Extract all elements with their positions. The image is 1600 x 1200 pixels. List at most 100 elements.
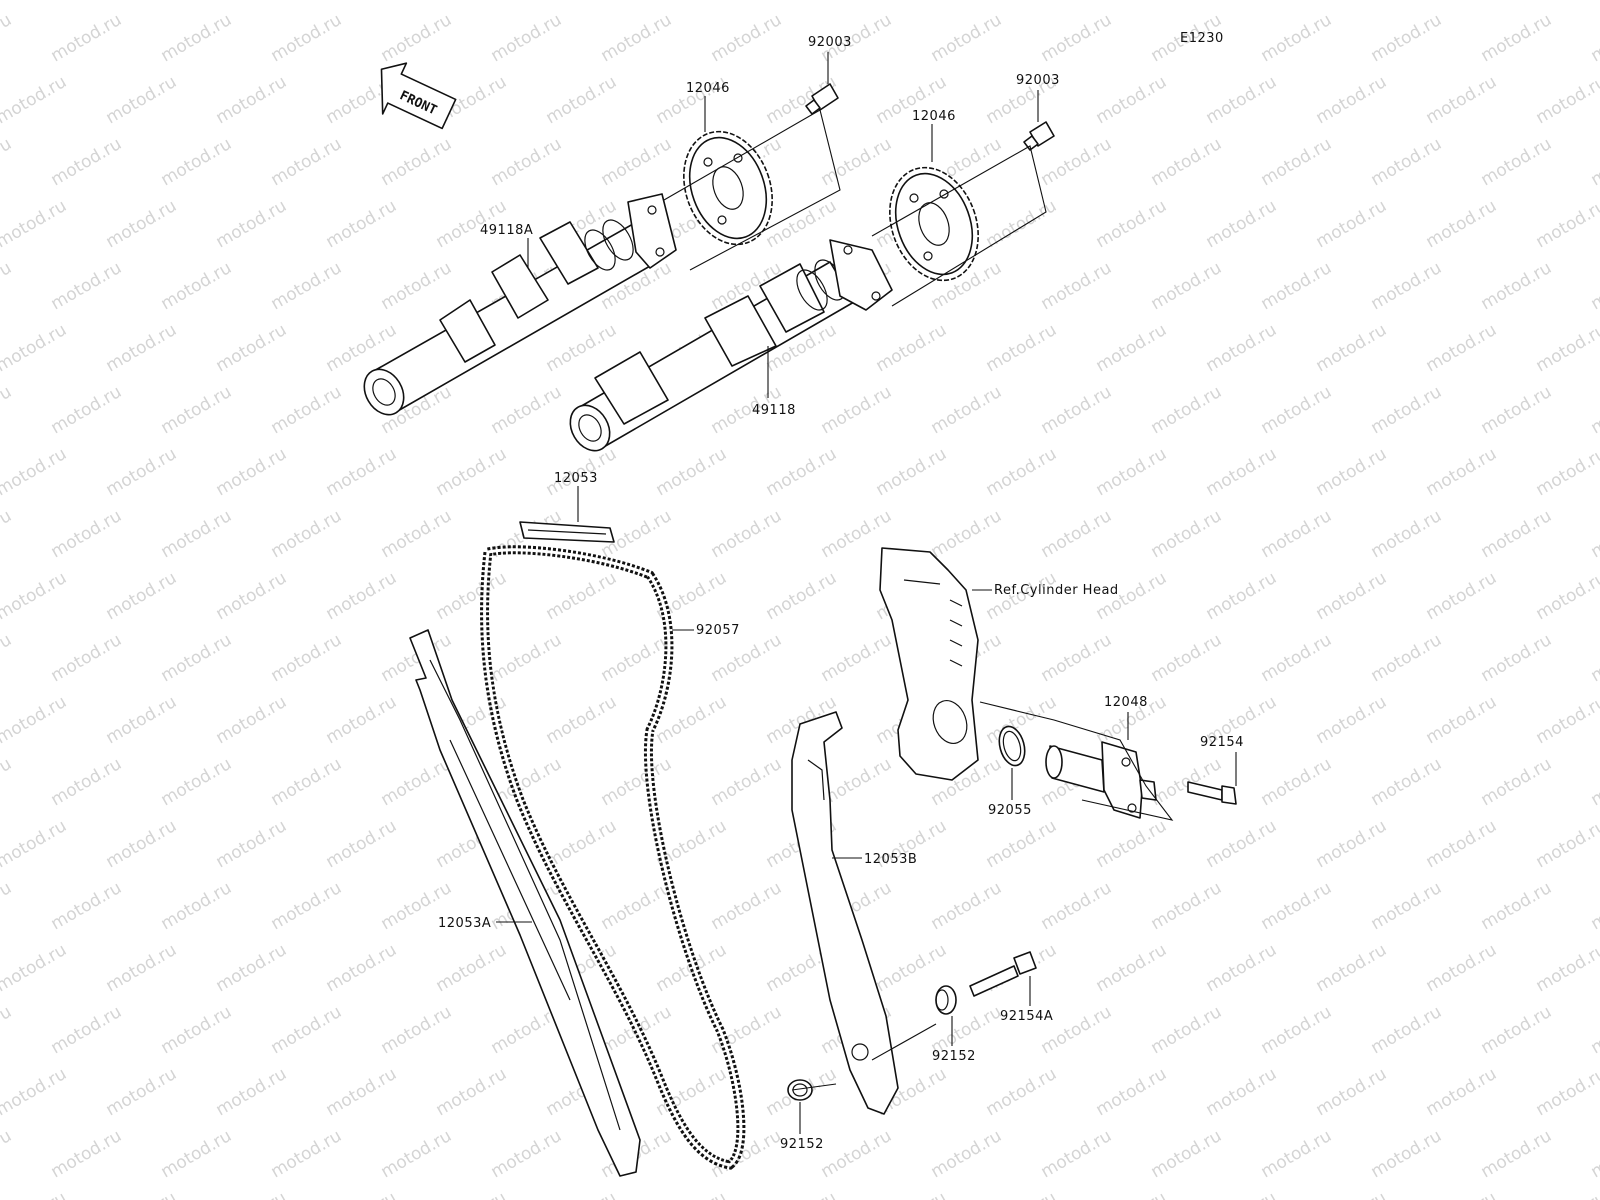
- watermark-text: motod.ru: [928, 10, 1006, 66]
- watermark-text: motod.ru: [1313, 1064, 1391, 1120]
- watermark-text: motod.ru: [708, 630, 786, 686]
- watermark-text: motod.ru: [158, 134, 236, 190]
- watermark-text: motod.ru: [1313, 568, 1391, 624]
- watermark-text: motod.ru: [543, 0, 621, 4]
- watermark-text: motod.ru: [543, 320, 621, 376]
- watermark-text: motod.ru: [1423, 692, 1501, 748]
- watermark-text: motod.ru: [928, 506, 1006, 562]
- watermark-text: motod.ru: [0, 816, 70, 872]
- watermark-text: motod.ru: [0, 1126, 15, 1182]
- watermark-text: motod.ru: [818, 382, 896, 438]
- watermark-text: motod.ru: [1368, 10, 1446, 66]
- watermark-text: motod.ru: [1588, 754, 1600, 810]
- watermark-text: motod.ru: [1038, 382, 1116, 438]
- watermark-text: motod.ru: [0, 134, 15, 190]
- watermark-text: motod.ru: [543, 816, 621, 872]
- watermark-text: motod.ru: [1368, 1126, 1446, 1182]
- watermark-text: motod.ru: [268, 754, 346, 810]
- label-camshaft-49118: 49118: [752, 403, 796, 418]
- watermark-text: motod.ru: [1093, 1188, 1171, 1200]
- label-chain-92057: 92057: [696, 623, 740, 638]
- watermark-text: motod.ru: [1258, 878, 1336, 934]
- watermark-text: motod.ru: [598, 10, 676, 66]
- watermark-text: motod.ru: [1533, 196, 1600, 252]
- watermark-text: motod.ru: [48, 382, 126, 438]
- watermark-text: motod.ru: [1258, 754, 1336, 810]
- watermark-text: motod.ru: [0, 320, 70, 376]
- watermark-text: motod.ru: [213, 320, 291, 376]
- watermark-text: motod.ru: [103, 1064, 181, 1120]
- watermark-text: motod.ru: [1203, 444, 1281, 500]
- watermark-text: motod.ru: [158, 382, 236, 438]
- watermark-text: motod.ru: [378, 258, 456, 314]
- watermark-text: motod.ru: [323, 816, 401, 872]
- watermark-text: motod.ru: [708, 878, 786, 934]
- watermark-text: motod.ru: [323, 444, 401, 500]
- watermark-text: motod.ru: [1533, 0, 1600, 4]
- watermark-text: motod.ru: [1313, 816, 1391, 872]
- watermark-text: motod.ru: [1148, 1126, 1226, 1182]
- watermark-text: motod.ru: [543, 1188, 621, 1200]
- watermark-text: motod.ru: [543, 568, 621, 624]
- watermark-text: motod.ru: [268, 878, 346, 934]
- watermark-text: motod.ru: [1588, 10, 1600, 66]
- watermark-text: motod.ru: [1038, 1126, 1116, 1182]
- watermark-text: motod.ru: [1478, 1002, 1556, 1058]
- watermark-text: motod.ru: [1313, 72, 1391, 128]
- watermark-text: motod.ru: [1478, 630, 1556, 686]
- watermark-text: motod.ru: [1478, 1126, 1556, 1182]
- watermark-text: motod.ru: [873, 0, 951, 4]
- watermark-text: motod.ru: [1588, 258, 1600, 314]
- label-sprocket-intake: 12046: [686, 81, 730, 96]
- watermark-text: motod.ru: [213, 196, 291, 252]
- watermark-text: motod.ru: [598, 134, 676, 190]
- watermark-text: motod.ru: [1148, 878, 1226, 934]
- watermark-text: motod.ru: [1423, 940, 1501, 996]
- watermark-text: motod.ru: [158, 1002, 236, 1058]
- label-guide-12053: 12053: [554, 471, 598, 486]
- watermark-text: motod.ru: [1203, 196, 1281, 252]
- watermark-text: motod.ru: [1423, 72, 1501, 128]
- watermark-text: motod.ru: [268, 382, 346, 438]
- watermark-text: motod.ru: [1038, 10, 1116, 66]
- watermark-text: motod.ru: [1368, 754, 1446, 810]
- watermark-text: motod.ru: [0, 1188, 70, 1200]
- watermark-text: motod.ru: [433, 568, 511, 624]
- watermark-text: motod.ru: [1203, 320, 1281, 376]
- watermark-text: motod.ru: [103, 940, 181, 996]
- watermark-text: motod.ru: [213, 940, 291, 996]
- label-sprocket-exhaust: 12046: [912, 109, 956, 124]
- watermark-text: motod.ru: [268, 630, 346, 686]
- watermark-text: motod.ru: [1478, 506, 1556, 562]
- watermark-text: motod.ru: [268, 1126, 346, 1182]
- watermark-text: motod.ru: [48, 1002, 126, 1058]
- watermark-text: motod.ru: [1148, 506, 1226, 562]
- watermark-text: motod.ru: [0, 72, 70, 128]
- watermark-text: motod.ru: [158, 630, 236, 686]
- watermark-text: motod.ru: [1368, 630, 1446, 686]
- watermark-text: motod.ru: [928, 878, 1006, 934]
- watermark-text: motod.ru: [1258, 630, 1336, 686]
- watermark-text: motod.ru: [158, 506, 236, 562]
- watermark-text: motod.ru: [1368, 258, 1446, 314]
- chain-guide-12053B: [791, 711, 899, 1115]
- watermark-text: motod.ru: [488, 630, 566, 686]
- watermark-text: motod.ru: [0, 196, 70, 252]
- watermark-text: motod.ru: [708, 10, 786, 66]
- label-collar-92152-upper: 92152: [932, 1049, 976, 1064]
- watermark-text: motod.ru: [433, 444, 511, 500]
- watermark-text: motod.ru: [873, 1188, 951, 1200]
- watermark-text: motod.ru: [0, 878, 15, 934]
- watermark-text: motod.ru: [378, 506, 456, 562]
- watermark-text: motod.ru: [1093, 940, 1171, 996]
- watermark-text: motod.ru: [1313, 196, 1391, 252]
- sprocket-intake: [683, 130, 773, 246]
- watermark-text: motod.ru: [158, 258, 236, 314]
- watermark-text: motod.ru: [378, 134, 456, 190]
- watermark-text: motod.ru: [103, 0, 181, 4]
- watermark-text: motod.ru: [1203, 1064, 1281, 1120]
- watermark-text: motod.ru: [103, 1188, 181, 1200]
- watermark-text: motod.ru: [1533, 816, 1600, 872]
- watermark-text: motod.ru: [598, 878, 676, 934]
